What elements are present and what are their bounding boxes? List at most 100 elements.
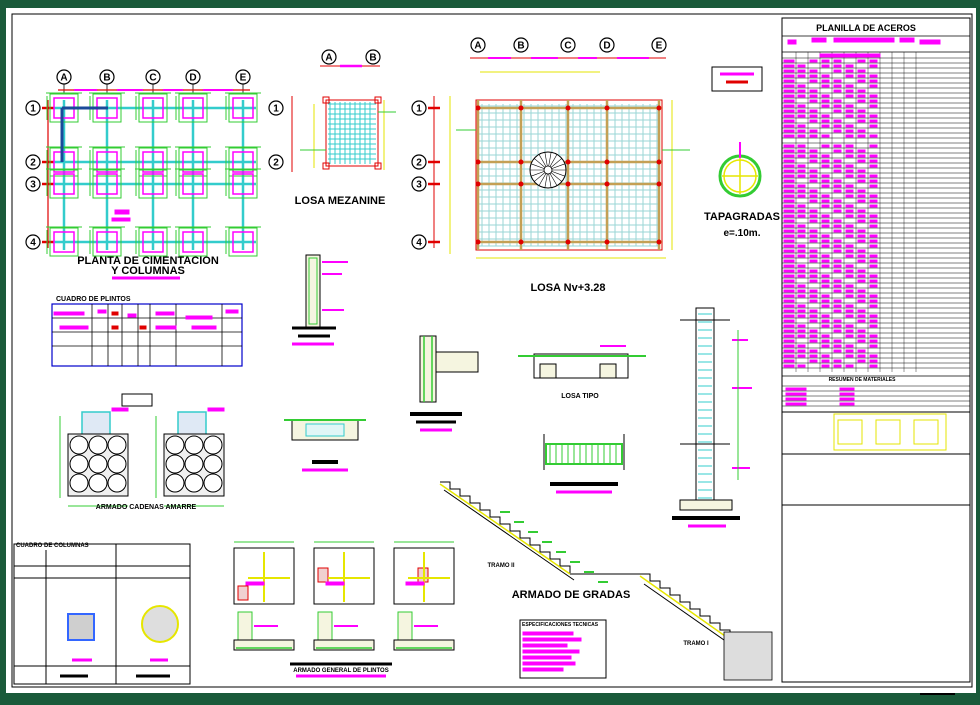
table-entry [869, 134, 878, 138]
spiral-core [543, 165, 553, 175]
table-entry [869, 194, 878, 198]
table-entry [857, 214, 866, 218]
table-entry [783, 309, 795, 313]
table-entry [783, 339, 795, 343]
losa-bubble-b-circle [513, 37, 529, 53]
table-entry [809, 359, 818, 363]
footing [142, 173, 164, 195]
table-entry [809, 239, 818, 243]
table-entry [783, 199, 795, 203]
table-entry [857, 114, 866, 118]
table-entry [833, 164, 842, 168]
footing-outline [138, 147, 168, 177]
losa-bubble-4-circle [411, 234, 427, 250]
beam-section-detail [284, 419, 366, 472]
table-entry [821, 84, 830, 88]
plintos-general-title: ARMADO GENERAL DE PLINTOS [293, 668, 388, 674]
footing-outline [92, 147, 122, 177]
table-entry [783, 169, 795, 173]
mezanine-bubble-2-circle [268, 154, 284, 170]
table-entry [809, 94, 818, 98]
table-entry [833, 124, 842, 128]
block-void [203, 473, 223, 493]
table-entry [833, 319, 842, 323]
table-entry [783, 229, 795, 233]
table-entry [857, 194, 866, 198]
table-entry [845, 274, 854, 278]
footing-outline [228, 147, 258, 177]
table-entry [783, 304, 795, 308]
table-entry [857, 94, 866, 98]
table-entry [809, 214, 818, 218]
losa-bubble-2-label: 2 [416, 158, 422, 169]
table-entry [783, 274, 795, 278]
table-entry [869, 159, 878, 163]
table-entry [111, 311, 119, 316]
table-entry [833, 119, 842, 123]
table-entry [857, 154, 866, 158]
footing [232, 97, 254, 119]
mezanine-bubble-1-circle [268, 100, 284, 116]
table-entry [783, 144, 795, 148]
column-marker [565, 159, 571, 165]
footing [96, 173, 118, 195]
block-void [107, 435, 127, 455]
table-entry [821, 334, 830, 338]
table-entry [821, 119, 830, 123]
table-entry [845, 89, 854, 93]
footing-outline [228, 93, 258, 123]
table-entry [809, 199, 818, 203]
plintos-general-detail: ARMADO GENERAL DE PLINTOS [233, 541, 455, 678]
table-entry [797, 169, 806, 173]
grid-bubble-a-label: A [60, 73, 67, 84]
table-entry [797, 224, 806, 228]
table-entry [869, 264, 878, 268]
footing-outline [228, 169, 258, 199]
table-entry [111, 325, 119, 330]
table-entry [845, 349, 854, 353]
table-entry [845, 229, 854, 233]
table-entry [809, 114, 818, 118]
table-entry [797, 189, 806, 193]
mezanine-outline [325, 99, 379, 167]
table-entry [797, 214, 806, 218]
table-entry [797, 134, 806, 138]
table-entry [783, 259, 795, 263]
header-entry [833, 37, 895, 43]
table-entry [783, 289, 795, 293]
table-entry [833, 109, 842, 113]
table-entry [783, 119, 795, 123]
footing-outline [178, 169, 208, 199]
table-entry [833, 209, 842, 213]
mezanine-title: LOSA MEZANINE [295, 195, 386, 207]
footing-outline [49, 147, 79, 177]
spec-line [522, 655, 572, 660]
table-entry [833, 204, 842, 208]
block-void [69, 473, 89, 493]
table-entry [857, 259, 866, 263]
cadena-top-section [177, 411, 207, 437]
callout-mark [111, 407, 129, 412]
table-entry [833, 99, 842, 103]
table-entry [857, 329, 866, 333]
table-entry [783, 284, 795, 288]
table-entry [869, 319, 878, 323]
table-entry [809, 254, 818, 258]
table-entry [857, 74, 866, 78]
table-entry [797, 344, 806, 348]
table-entry [797, 184, 806, 188]
table-entry [821, 199, 830, 203]
table-entry [783, 364, 795, 368]
table-entry [821, 174, 830, 178]
cadena-tag [121, 393, 153, 407]
table-entry [845, 184, 854, 188]
table-entry [783, 179, 795, 183]
especificaciones-title: ESPECIFICACIONES TECNICAS [522, 622, 599, 628]
table-entry [809, 349, 818, 353]
table-entry [857, 349, 866, 353]
table-entry [821, 224, 830, 228]
column-marker [604, 239, 610, 245]
table-entry [797, 254, 806, 258]
spec-line [522, 637, 582, 642]
table-entry [869, 239, 878, 243]
